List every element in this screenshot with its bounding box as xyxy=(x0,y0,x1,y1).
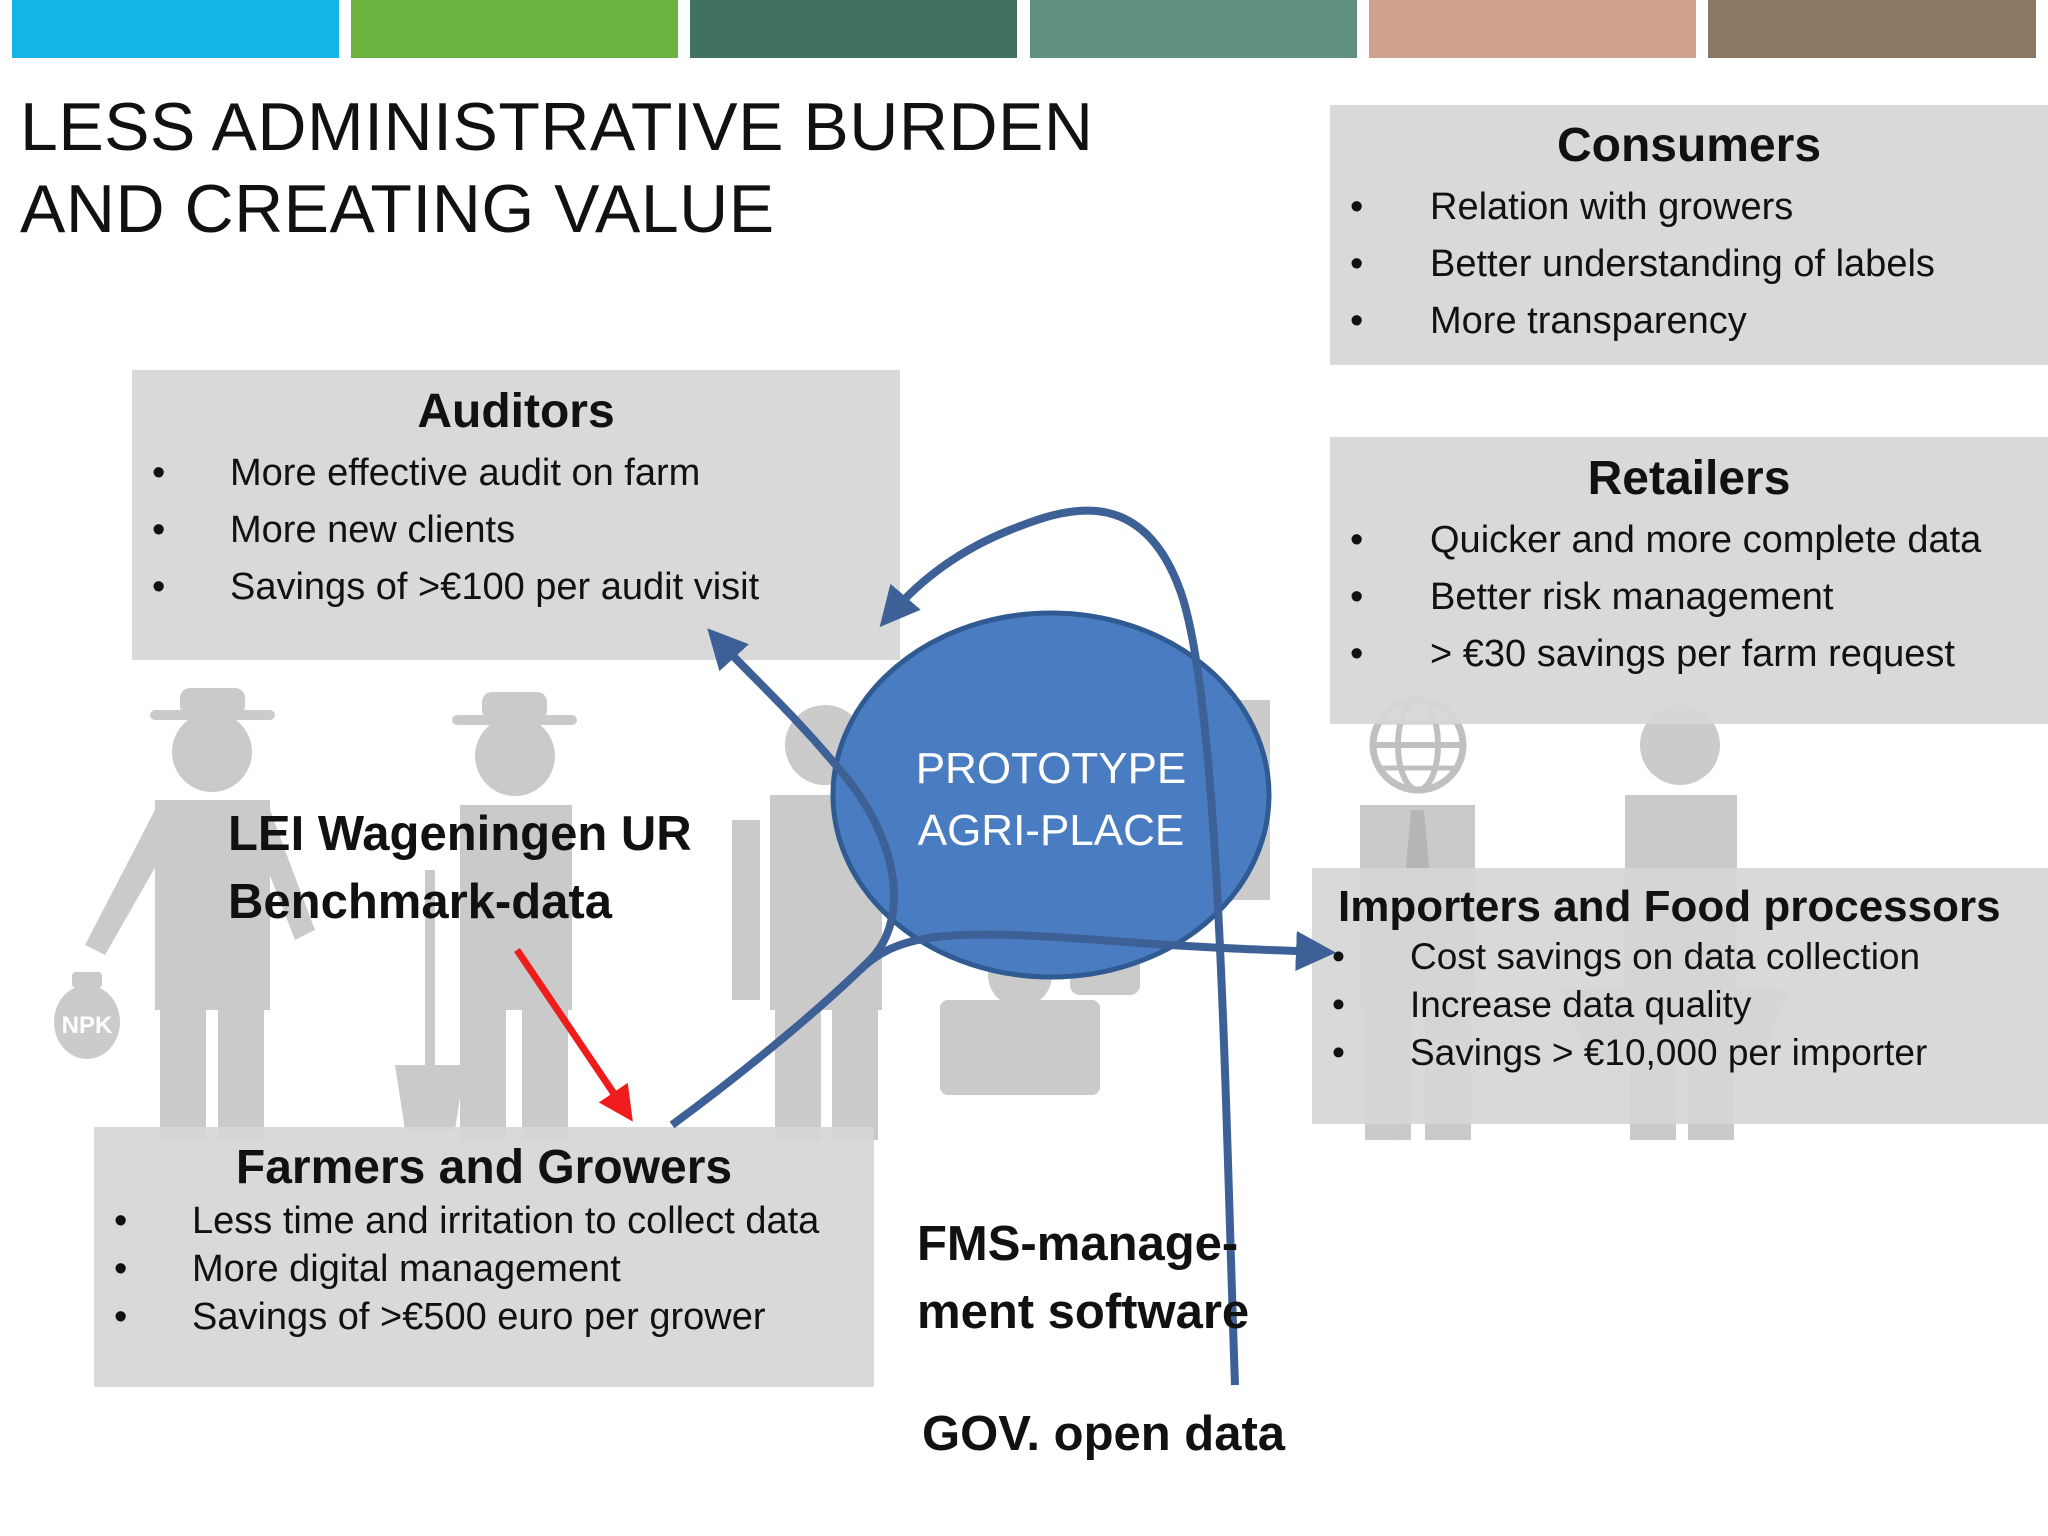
list-item-text: Cost savings on data collection xyxy=(1410,936,1921,977)
list-item-text: More new clients xyxy=(230,509,516,551)
importers-box: Importers and Food processors • Cost sav… xyxy=(1312,868,2048,1124)
list-item-text: Increase data quality xyxy=(1410,984,1752,1025)
list-item: • Quicker and more complete data xyxy=(1330,512,2048,569)
farmers-list: • Less time and irritation to collect da… xyxy=(94,1197,874,1341)
consumers-list: • Relation with growers • Better underst… xyxy=(1330,179,2048,350)
lei-benchmark-label: LEI Wageningen UR Benchmark-data xyxy=(228,800,692,936)
list-item-text: More digital management xyxy=(192,1248,621,1290)
lei-label-line-2: Benchmark-data xyxy=(228,875,612,929)
list-item: • More new clients xyxy=(132,502,900,559)
consumers-heading: Consumers xyxy=(1556,119,1822,172)
list-item: • Increase data quality xyxy=(1312,981,2048,1029)
list-item: • Better risk management xyxy=(1330,569,2048,626)
npk-sack-icon xyxy=(54,972,120,1059)
list-item-text: Less time and irritation to collect data xyxy=(192,1200,820,1242)
list-item-text: Relation with growers xyxy=(1430,186,1794,228)
farmers-heading: Farmers and Growers xyxy=(235,1141,733,1194)
to-importers-arrow xyxy=(857,930,1336,973)
list-item-text: Better understanding of labels xyxy=(1430,243,1935,285)
consumers-box: Consumers • Relation with growers • Bett… xyxy=(1330,105,2048,365)
bullet-icon: • xyxy=(152,452,166,494)
bullet-icon: • xyxy=(114,1200,128,1242)
header-bar-5 xyxy=(1369,0,1696,58)
fms-label-line-2: ment software xyxy=(917,1285,1250,1339)
header-bar-4 xyxy=(1030,0,1357,58)
lei-label-line-1: LEI Wageningen UR xyxy=(228,807,692,861)
npk-label: NPK xyxy=(62,1012,113,1039)
agri-place-label: PROTOTYPE AGRI-PLACE xyxy=(871,738,1231,862)
list-item: • Savings of >€100 per audit visit xyxy=(132,559,900,616)
bullet-icon: • xyxy=(152,509,166,551)
bullet-icon: • xyxy=(1350,243,1364,285)
slide-title-line-2: AND CREATING VALUE xyxy=(20,171,775,247)
importers-list: • Cost savings on data collection • Incr… xyxy=(1312,933,2048,1077)
retailers-box: Retailers • Quicker and more complete da… xyxy=(1330,437,2048,724)
list-item-text: Quicker and more complete data xyxy=(1430,519,1982,561)
gov-to-auditors-arrow xyxy=(879,506,1239,1386)
agri-place-label-line-1: PROTOTYPE xyxy=(915,744,1187,793)
farmers-box: Farmers and Growers • Less time and irri… xyxy=(94,1127,874,1387)
farmer-with-fork-icon xyxy=(395,692,577,1140)
gov-open-data-label: GOV. open data xyxy=(922,1407,1286,1461)
bullet-icon: • xyxy=(1350,186,1364,228)
bullet-icon: • xyxy=(1350,300,1364,342)
list-item: • More effective audit on farm xyxy=(132,445,900,502)
bullet-icon: • xyxy=(152,566,166,608)
bullet-icon: • xyxy=(1332,1032,1345,1073)
list-item-text: Savings > €10,000 per importer xyxy=(1410,1032,1928,1073)
list-item-text: More transparency xyxy=(1430,300,1747,342)
bullet-icon: • xyxy=(1350,633,1364,675)
bullet-icon: • xyxy=(1350,519,1364,561)
farmers-to-auditors-arrow xyxy=(669,628,898,1129)
list-item-text: Savings of >€500 euro per grower xyxy=(192,1296,766,1338)
agri-place-label-line-2: AGRI-PLACE xyxy=(917,806,1185,855)
bullet-icon: • xyxy=(1332,984,1345,1025)
benchmark-to-farmers-arrow xyxy=(514,948,633,1122)
list-item: • Better understanding of labels xyxy=(1330,236,2048,293)
list-item: • More transparency xyxy=(1330,293,2048,350)
list-item-text: Better risk management xyxy=(1430,576,1834,618)
list-item: • Savings > €10,000 per importer xyxy=(1312,1029,2048,1077)
retailers-list: • Quicker and more complete data • Bette… xyxy=(1330,512,2048,683)
agri-place-ellipse xyxy=(830,610,1272,980)
header-bar-1 xyxy=(12,0,339,58)
list-item-text: More effective audit on farm xyxy=(230,452,701,494)
bullet-icon: • xyxy=(114,1248,128,1290)
header-bar-6 xyxy=(1708,0,2036,58)
auditors-heading: Auditors xyxy=(417,385,615,438)
list-item: • Relation with growers xyxy=(1330,179,2048,236)
list-item: • > €30 savings per farm request xyxy=(1330,626,2048,683)
list-item: • Savings of >€500 euro per grower xyxy=(94,1293,874,1341)
list-item: • Less time and irritation to collect da… xyxy=(94,1197,874,1245)
importers-heading: Importers and Food processors xyxy=(1338,882,2001,931)
bullet-icon: • xyxy=(114,1296,128,1338)
fms-label-line-1: FMS-manage- xyxy=(917,1217,1239,1271)
header-bar-3 xyxy=(690,0,1017,58)
farmer-figure-icon xyxy=(85,688,315,1140)
auditors-box: Auditors • More effective audit on farm … xyxy=(132,370,900,660)
list-item: • More digital management xyxy=(94,1245,874,1293)
list-item-text: > €30 savings per farm request xyxy=(1430,633,1955,675)
fms-software-label: FMS-manage- ment software xyxy=(917,1210,1249,1346)
slide-title: LESS ADMINISTRATIVE BURDEN AND CREATING … xyxy=(20,86,1094,250)
auditors-list: • More effective audit on farm • More ne… xyxy=(132,445,900,616)
header-bar-2 xyxy=(351,0,678,58)
list-item-text: Savings of >€100 per audit visit xyxy=(230,566,760,608)
slide-title-line-1: LESS ADMINISTRATIVE BURDEN xyxy=(20,89,1094,165)
bullet-icon: • xyxy=(1350,576,1364,618)
retailers-heading: Retailers xyxy=(1587,452,1791,505)
